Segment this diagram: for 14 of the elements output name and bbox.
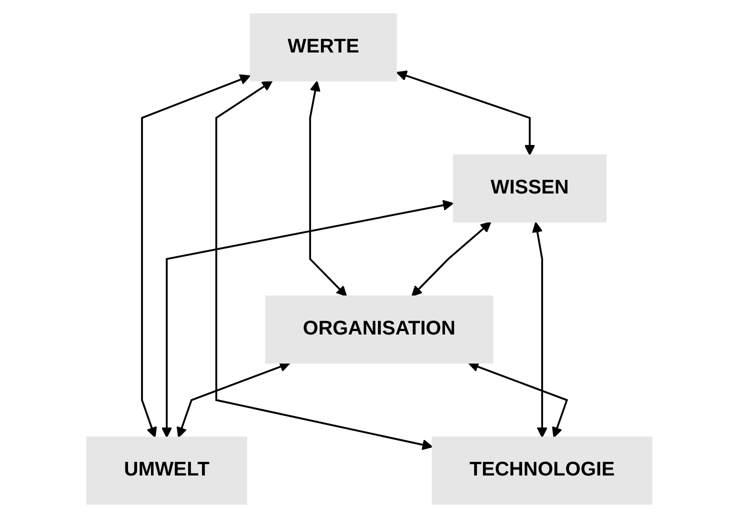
arrow [140, 74, 250, 438]
arrow [160, 199, 454, 438]
arrow [176, 361, 290, 438]
node-box: ORGANISATION [264, 295, 493, 364]
arrow [396, 70, 535, 156]
arrow [308, 80, 347, 296]
node-box: UMWELT [86, 436, 247, 504]
arrow [411, 221, 491, 296]
arrow [532, 221, 548, 438]
arrow [468, 361, 568, 438]
node-box: WERTE [250, 12, 397, 81]
arrow [214, 80, 432, 450]
node-box: TECHNOLOGIE [431, 436, 652, 504]
node-box: WISSEN [452, 154, 606, 222]
